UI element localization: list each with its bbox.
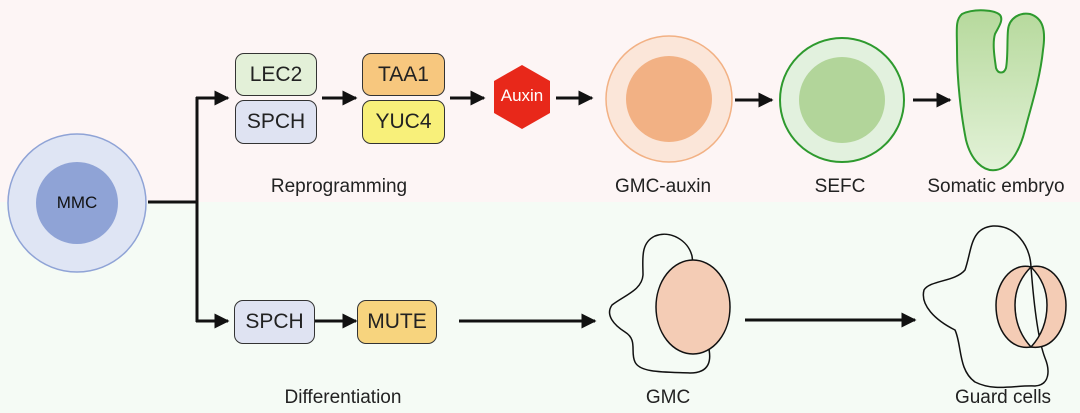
reprogramming-label: Reprogramming — [270, 176, 408, 197]
mmc-cell — [7, 133, 147, 273]
gene-box-yuc4: YUC4 — [362, 100, 445, 144]
somatic-embryo-label: Somatic embryo — [927, 176, 1065, 197]
gene-box-mute: MUTE — [357, 300, 437, 344]
gmc-label: GMC — [645, 387, 691, 408]
gmc-auxin-label: GMC-auxin — [614, 176, 712, 197]
differentiation-label: Differentiation — [284, 387, 402, 408]
guard-cells — [922, 225, 1067, 389]
gene-box-lec2: LEC2 — [235, 53, 317, 96]
sefc-cell — [779, 37, 905, 163]
gene-box-spch-bottom: SPCH — [234, 300, 315, 344]
sefc-label: SEFC — [814, 176, 866, 197]
gmc-auxin-cell — [605, 35, 733, 163]
gene-box-taa1: TAA1 — [362, 53, 445, 96]
gene-box-spch-top: SPCH — [235, 100, 317, 144]
differentiation-background — [0, 202, 1080, 413]
differentiation-arrows — [314, 312, 917, 329]
auxin-label: Auxin — [500, 86, 544, 105]
branch-connector — [148, 90, 230, 329]
guard-cells-label: Guard cells — [954, 387, 1052, 408]
mmc-label: MMC — [56, 193, 98, 212]
auxin-hexagon — [494, 65, 550, 129]
reprogramming-arrows — [322, 90, 952, 108]
gmc-cell — [608, 233, 731, 374]
somatic-embryo-shape — [955, 9, 1046, 172]
